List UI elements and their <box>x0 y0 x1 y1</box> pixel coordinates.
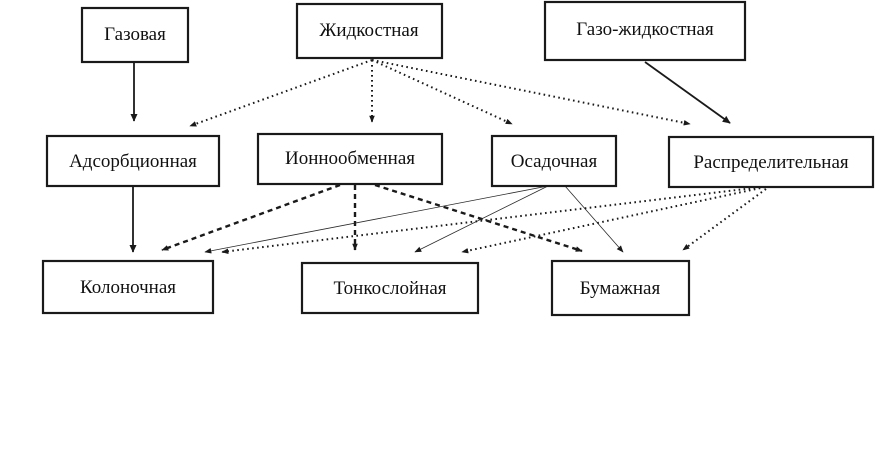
node-partition: Распределительная <box>669 137 873 187</box>
edge-liquid-to-adsorption <box>190 60 372 126</box>
edge-liquid-to-sedimentation <box>372 60 512 124</box>
node-column-label: Колоночная <box>80 277 176 298</box>
node-partition-label: Распределительная <box>693 152 849 173</box>
node-ion-exchange-label: Ионнообменная <box>285 148 415 169</box>
edge-sedimentation-to-thin-layer <box>415 186 548 252</box>
node-column: Колоночная <box>43 261 213 313</box>
node-liquid-label: Жидкостная <box>319 20 418 41</box>
node-gas: Газовая <box>82 8 188 62</box>
edge-ion-exchange-to-column <box>162 185 340 250</box>
node-gas-liquid: Газо-жидкостная <box>545 2 745 60</box>
node-liquid: Жидкостная <box>297 4 442 58</box>
edge-partition-to-paper <box>683 186 770 250</box>
node-adsorption: Адсорбционная <box>47 136 219 186</box>
node-paper-label: Бумажная <box>580 278 661 299</box>
node-thin-layer-label: Тонкослойная <box>333 278 446 299</box>
edge-partition-to-thin-layer <box>462 186 770 252</box>
edge-ion-exchange-to-paper <box>375 185 582 251</box>
node-ion-exchange: Ионнообменная <box>258 134 442 184</box>
node-gas-liquid-label: Газо-жидкостная <box>576 19 714 40</box>
node-sedimentation: Осадочная <box>492 136 616 186</box>
edge-gasliquid-to-partition <box>645 62 730 123</box>
node-adsorption-label: Адсорбционная <box>69 151 197 172</box>
edge-sedimentation-to-paper <box>565 186 623 252</box>
node-gas-label: Газовая <box>104 24 166 45</box>
node-sedimentation-label: Осадочная <box>511 151 598 172</box>
node-thin-layer: Тонкослойная <box>302 263 478 313</box>
node-paper: Бумажная <box>552 261 689 315</box>
edge-liquid-to-partition <box>372 60 690 124</box>
